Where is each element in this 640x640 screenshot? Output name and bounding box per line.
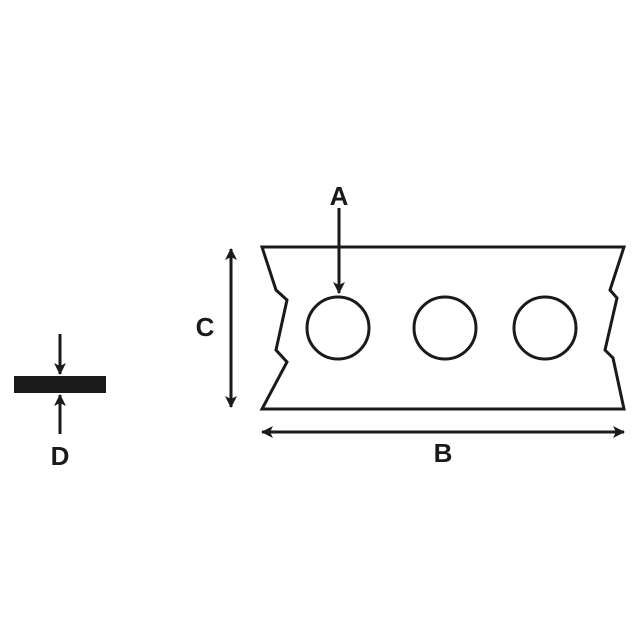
strip-cross-section	[14, 376, 106, 393]
holes-group	[305, 295, 578, 361]
hole-2	[412, 295, 478, 361]
dimension-b-label: B	[434, 438, 453, 468]
dimension-c-label: C	[196, 312, 215, 342]
dimension-d-label: D	[51, 441, 70, 471]
hole-3	[512, 295, 578, 361]
hole-1	[305, 295, 371, 361]
dimension-a-label: A	[330, 181, 349, 211]
